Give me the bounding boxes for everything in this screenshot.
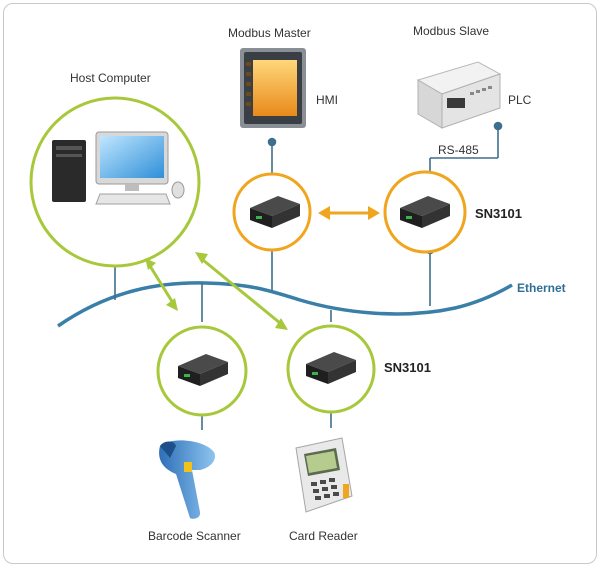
- sn3101-device-cardreader: [306, 352, 356, 384]
- card-reader-icon: [295, 437, 353, 513]
- modbus-link-arrow: [318, 206, 380, 220]
- modbus-master-label: Modbus Master: [228, 26, 311, 40]
- card-reader-label: Card Reader: [289, 529, 358, 543]
- host-computer-label: Host Computer: [70, 71, 151, 85]
- hmi-label: HMI: [316, 93, 338, 107]
- plc-icon: [416, 61, 502, 129]
- host-computer-icon: [52, 131, 185, 205]
- host-cardreader-arrow: [195, 252, 288, 330]
- modbus-slave-label: Modbus Slave: [413, 24, 490, 38]
- hmi-icon: [240, 48, 306, 128]
- sn3101-top-label: SN3101: [475, 206, 522, 221]
- barcode-scanner-icon: [159, 440, 216, 519]
- sn3101-device-barcode: [178, 354, 228, 386]
- rs485-label: RS-485: [438, 143, 479, 157]
- sn3101-device-master: [250, 196, 300, 228]
- ethernet-label: Ethernet: [517, 281, 566, 295]
- host-barcode-arrow: [145, 258, 178, 311]
- sn3101-device-slave: [400, 196, 450, 228]
- plc-label: PLC: [508, 93, 532, 107]
- sn3101-bottom-label: SN3101: [384, 360, 431, 375]
- barcode-scanner-label: Barcode Scanner: [148, 529, 241, 543]
- ethernet-line: [57, 281, 513, 328]
